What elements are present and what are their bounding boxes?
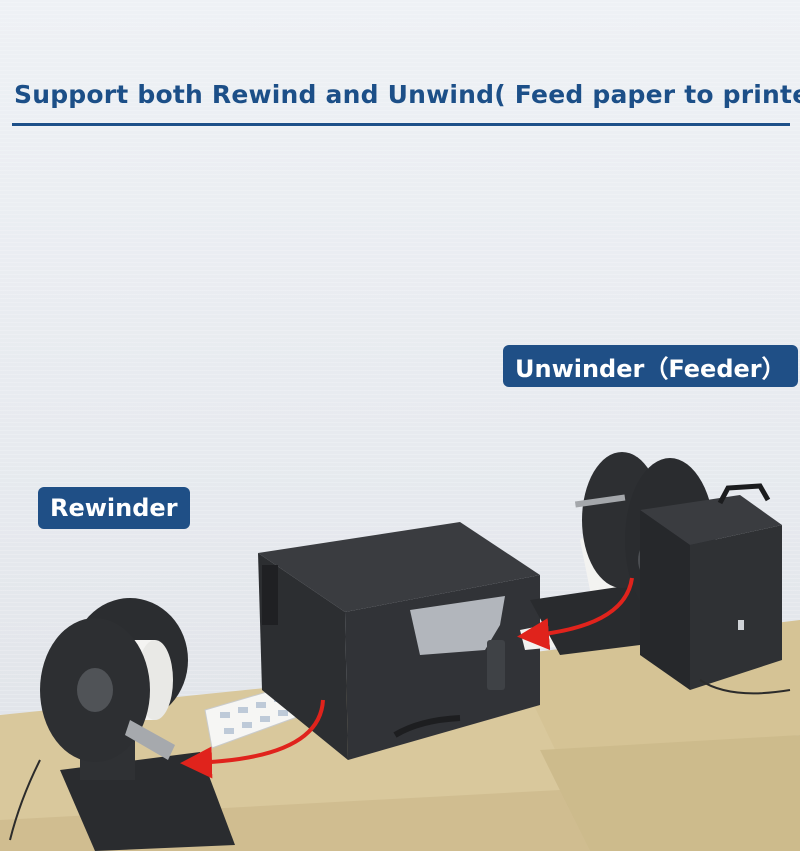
rewinder-shaft bbox=[125, 720, 175, 760]
title-underline bbox=[12, 123, 790, 126]
printer-front bbox=[258, 553, 348, 760]
printer-top bbox=[258, 522, 540, 612]
table-edge bbox=[540, 735, 800, 851]
unwinder-shaft bbox=[574, 494, 626, 508]
printer-control-panel bbox=[262, 565, 278, 625]
unwinder-handle bbox=[717, 483, 771, 505]
unwinder-label: Unwinder（Feeder） bbox=[503, 345, 798, 387]
page-title: Support both Rewind and Unwind( Feed pap… bbox=[14, 80, 800, 109]
feed-arrow bbox=[517, 577, 634, 651]
rewinder-label: Rewinder bbox=[38, 487, 190, 529]
unwinder-box-top bbox=[640, 495, 782, 545]
unwinder-box-front bbox=[690, 525, 782, 690]
unwinder-box-left bbox=[640, 510, 690, 690]
rewind-arrow bbox=[180, 699, 325, 779]
printer-window bbox=[410, 596, 505, 655]
